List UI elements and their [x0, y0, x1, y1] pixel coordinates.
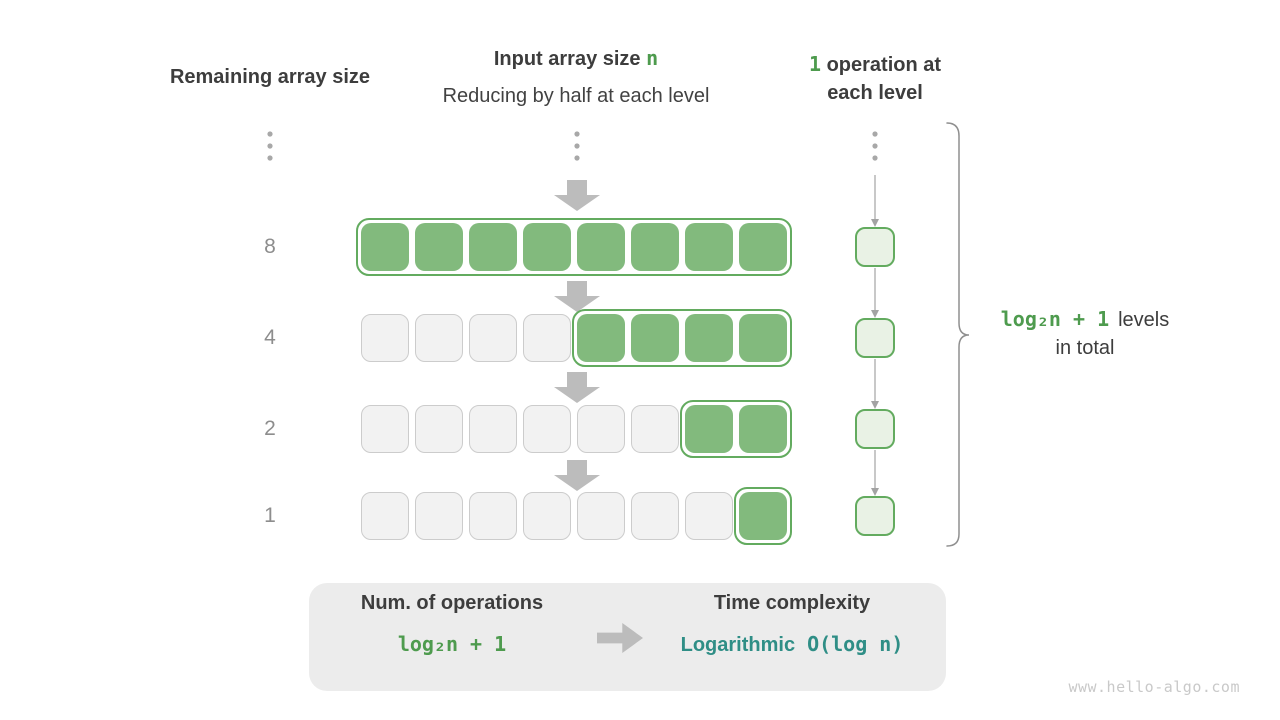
header-operation-line2: each level — [827, 82, 923, 104]
array-cell-active — [631, 223, 679, 271]
array-cell-empty — [577, 492, 625, 540]
summary-operations-title: Num. of operations — [360, 592, 544, 614]
array-cell-empty — [469, 492, 517, 540]
array-cell-empty — [685, 492, 733, 540]
active-range-outline — [356, 218, 792, 276]
complexity-name: Logarithmic — [680, 634, 796, 656]
ellipsis-dot — [267, 131, 273, 137]
operation-box — [855, 496, 895, 536]
ellipsis-dot — [872, 131, 878, 137]
column-header-remaining-size: Remaining array size — [169, 66, 371, 88]
array-cell-empty — [523, 492, 571, 540]
operation-box — [855, 318, 895, 358]
levels-annotation-line1: log₂n + 1 levels — [975, 306, 1195, 333]
array-cell-empty — [469, 405, 517, 453]
implies-arrow-icon — [597, 623, 643, 653]
summary-operations-formula: log₂n + 1 — [397, 632, 507, 656]
array-cell-active — [631, 314, 679, 362]
array-cell-active — [415, 223, 463, 271]
array-cell-active — [469, 223, 517, 271]
active-range-outline — [734, 487, 792, 545]
array-cell-active — [685, 223, 733, 271]
array-cell-empty — [523, 405, 571, 453]
flow-arrowhead-icon — [871, 488, 879, 496]
levels-annotation-line2: in total — [1055, 337, 1115, 359]
ellipsis-dot — [872, 143, 878, 149]
remaining-size-label: 4 — [264, 326, 276, 349]
array-cell-empty — [631, 405, 679, 453]
header-operation-line1: 1 operation at — [765, 50, 985, 79]
levels-suffix: levels — [1118, 309, 1170, 331]
down-arrow-icon — [554, 281, 600, 312]
column-subheader-reducing: Reducing by half at each level — [442, 85, 710, 107]
array-cell-empty — [523, 314, 571, 362]
flow-arrowhead-icon — [871, 219, 879, 227]
header-one-number: 1 — [808, 52, 822, 76]
watermark: www.hello-algo.com — [1068, 678, 1240, 696]
array-cell-empty — [361, 314, 409, 362]
ellipsis-dot — [872, 155, 878, 161]
remaining-size-label: 1 — [264, 504, 276, 527]
array-cell-empty — [361, 405, 409, 453]
column-header-input-size: Input array size n — [406, 45, 746, 72]
brace-icon — [946, 122, 970, 547]
array-cell-active — [361, 223, 409, 271]
array-cell-active — [739, 223, 787, 271]
remaining-size-label: 8 — [264, 235, 276, 258]
array-cell-empty — [415, 314, 463, 362]
down-arrow-icon — [554, 180, 600, 211]
complexity-big-o: O(log n) — [807, 632, 904, 656]
ellipsis-dot — [267, 155, 273, 161]
ellipsis-dot — [574, 155, 580, 161]
array-cell-active — [739, 492, 787, 540]
array-cell-active — [685, 314, 733, 362]
array-cell-active — [577, 314, 625, 362]
array-cell-empty — [361, 492, 409, 540]
header-n-variable: n — [646, 46, 659, 70]
remaining-size-label: 2 — [264, 417, 276, 440]
levels-formula: log₂n + 1 — [1000, 307, 1110, 331]
summary-complexity-title: Time complexity — [713, 592, 871, 614]
down-arrow-icon — [554, 372, 600, 403]
array-cell-active — [739, 314, 787, 362]
array-cell-empty — [415, 405, 463, 453]
array-cell-empty — [631, 492, 679, 540]
down-arrow-icon — [554, 460, 600, 491]
active-range-outline — [680, 400, 792, 458]
array-cell-active — [685, 405, 733, 453]
header-input-text: Input array size — [493, 48, 641, 70]
ellipsis-dot — [574, 131, 580, 137]
array-cell-active — [577, 223, 625, 271]
ellipsis-dot — [267, 143, 273, 149]
operation-box — [855, 409, 895, 449]
header-operation-text: operation at — [826, 54, 942, 76]
flow-arrowhead-icon — [871, 310, 879, 318]
array-cell-empty — [415, 492, 463, 540]
array-cell-empty — [577, 405, 625, 453]
flow-arrowhead-icon — [871, 401, 879, 409]
array-cell-active — [739, 405, 787, 453]
levels-annotation: log₂n + 1 levels in total — [975, 306, 1195, 363]
array-cell-active — [523, 223, 571, 271]
summary-complexity-value: Logarithmic O(log n) — [662, 632, 922, 657]
operation-box — [855, 227, 895, 267]
active-range-outline — [572, 309, 792, 367]
summary-panel: Num. of operations log₂n + 1 Time comple… — [309, 583, 946, 691]
column-header-operations: 1 operation at each level — [765, 50, 985, 107]
array-cell-empty — [469, 314, 517, 362]
ellipsis-dot — [574, 143, 580, 149]
